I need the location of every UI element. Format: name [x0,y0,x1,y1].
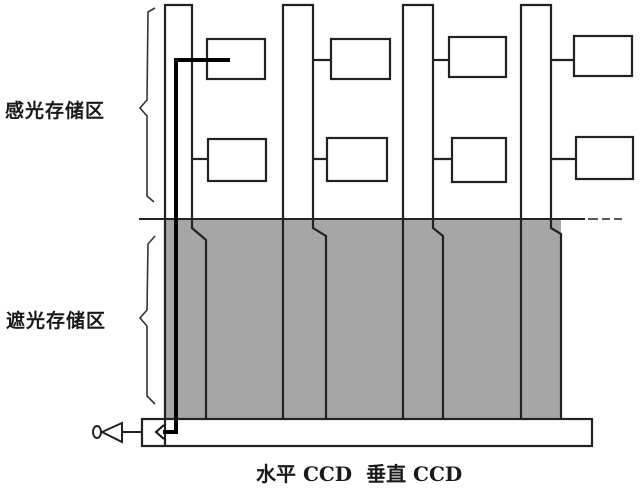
charge-transfer-path [163,58,230,434]
shielded-region-label: 遮光存储区 [6,310,107,332]
photosensitive-region-label: 感光存储区 [5,100,106,122]
vertical-ccd-column-4 [519,3,563,419]
pixel-c3-r2 [433,136,508,184]
horizontal-ccd-register [140,417,594,448]
pixel-c4-r1 [551,34,634,78]
pixel-c4-r2 [551,135,635,181]
output-amplifier-icon [92,421,142,444]
transfer-arrowhead-icon [154,424,165,440]
vertical-ccd-column-3 [401,3,445,419]
pixel-c2-r1 [313,37,392,81]
pixel-c2-r2 [313,136,389,183]
pixel-c1-r2 [192,137,268,183]
vertical-ccd-column-1 [163,3,208,419]
shielded-storage-fill [165,220,561,419]
diagram-caption: 水平 CCD 垂直 CCD [256,462,463,486]
brace-photosensitive [138,7,156,203]
vertical-ccd-column-2 [281,3,328,419]
brace-shielded [138,235,156,405]
pixel-c3-r1 [433,35,508,79]
